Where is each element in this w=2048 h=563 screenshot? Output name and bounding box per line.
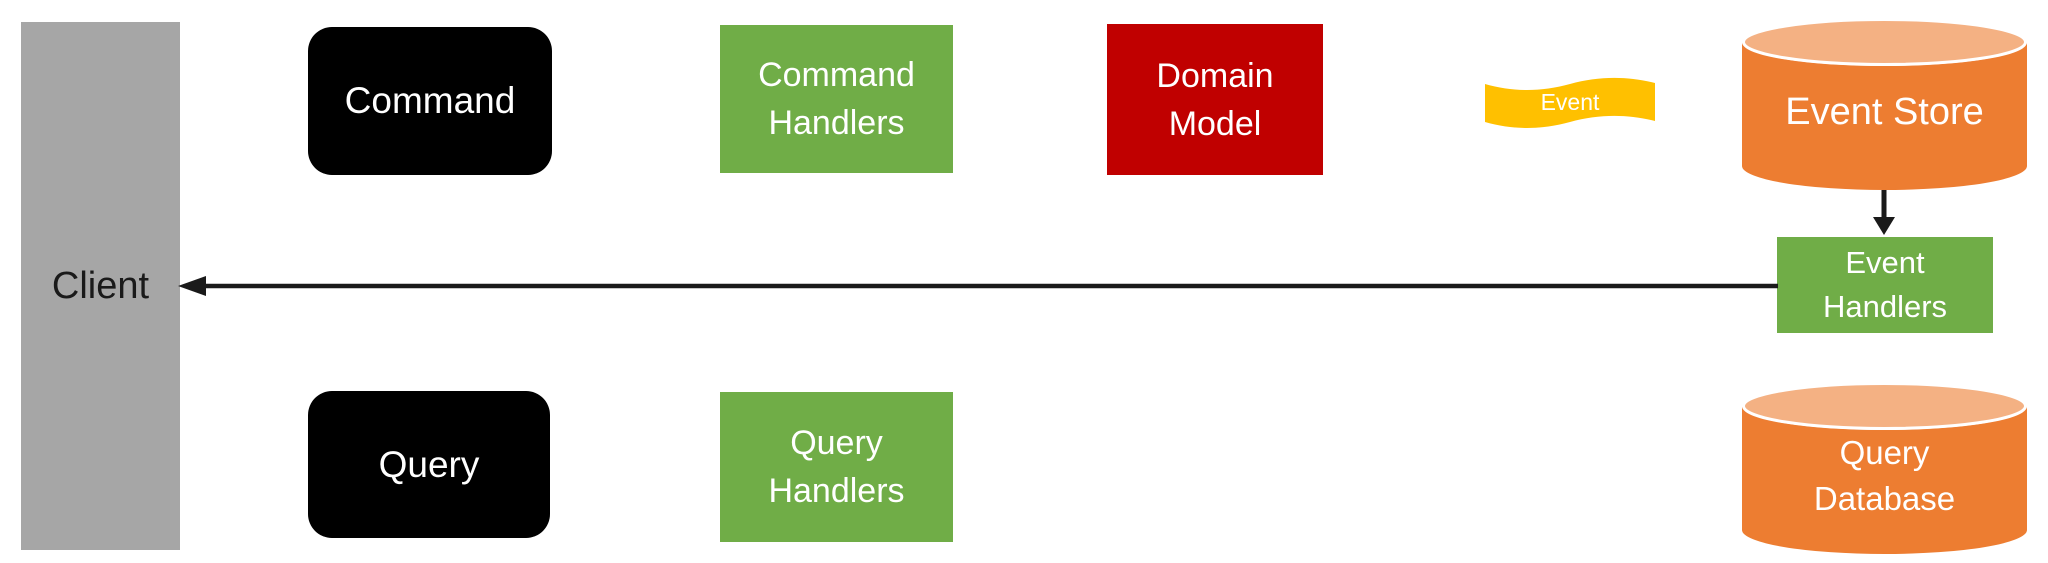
event-store-label: Event Store xyxy=(1785,90,1984,133)
command-handlers-label: Command Handlers xyxy=(758,56,915,142)
cylinder-body xyxy=(1742,42,2027,190)
event-handlers-box: Event Handlers xyxy=(1777,237,1993,333)
query-handlers-box: Query Handlers xyxy=(720,392,953,542)
query-box: Query xyxy=(308,391,550,538)
cylinder-body xyxy=(1742,406,2027,554)
domain-model-box: Domain Model xyxy=(1107,24,1323,175)
command-handlers-box: Command Handlers xyxy=(720,25,953,173)
event-ribbon: Event xyxy=(1485,72,1655,133)
query-database-cylinder: Query Database xyxy=(1742,382,2027,554)
event-store-cylinder: Event Store xyxy=(1742,18,2027,190)
event-handlers-label: Event Handlers xyxy=(1822,245,1948,324)
database-icon xyxy=(1742,382,2027,554)
domain-model-label: Domain Model xyxy=(1156,56,1274,143)
arrow-event-store-to-event-handlers xyxy=(1873,190,1895,235)
cylinder-top xyxy=(1742,18,2027,66)
command-box: Command xyxy=(308,27,552,175)
wave-path xyxy=(1485,77,1655,128)
arrow-head-left xyxy=(178,276,206,296)
database-icon xyxy=(1742,18,2027,190)
client-panel: Client xyxy=(21,22,180,550)
arrow-event-handlers-to-client xyxy=(178,276,1778,296)
query-label: Query xyxy=(378,443,480,485)
query-handlers-label: Query Handlers xyxy=(768,424,905,510)
command-label: Command xyxy=(344,80,516,121)
client-label: Client xyxy=(51,264,150,307)
event-label: Event xyxy=(1540,89,1600,115)
wave-shape-icon xyxy=(1485,77,1655,128)
arrow-head-down xyxy=(1873,217,1895,235)
cylinder-top xyxy=(1742,382,2027,430)
query-database-label: Query Database xyxy=(1813,434,1956,517)
